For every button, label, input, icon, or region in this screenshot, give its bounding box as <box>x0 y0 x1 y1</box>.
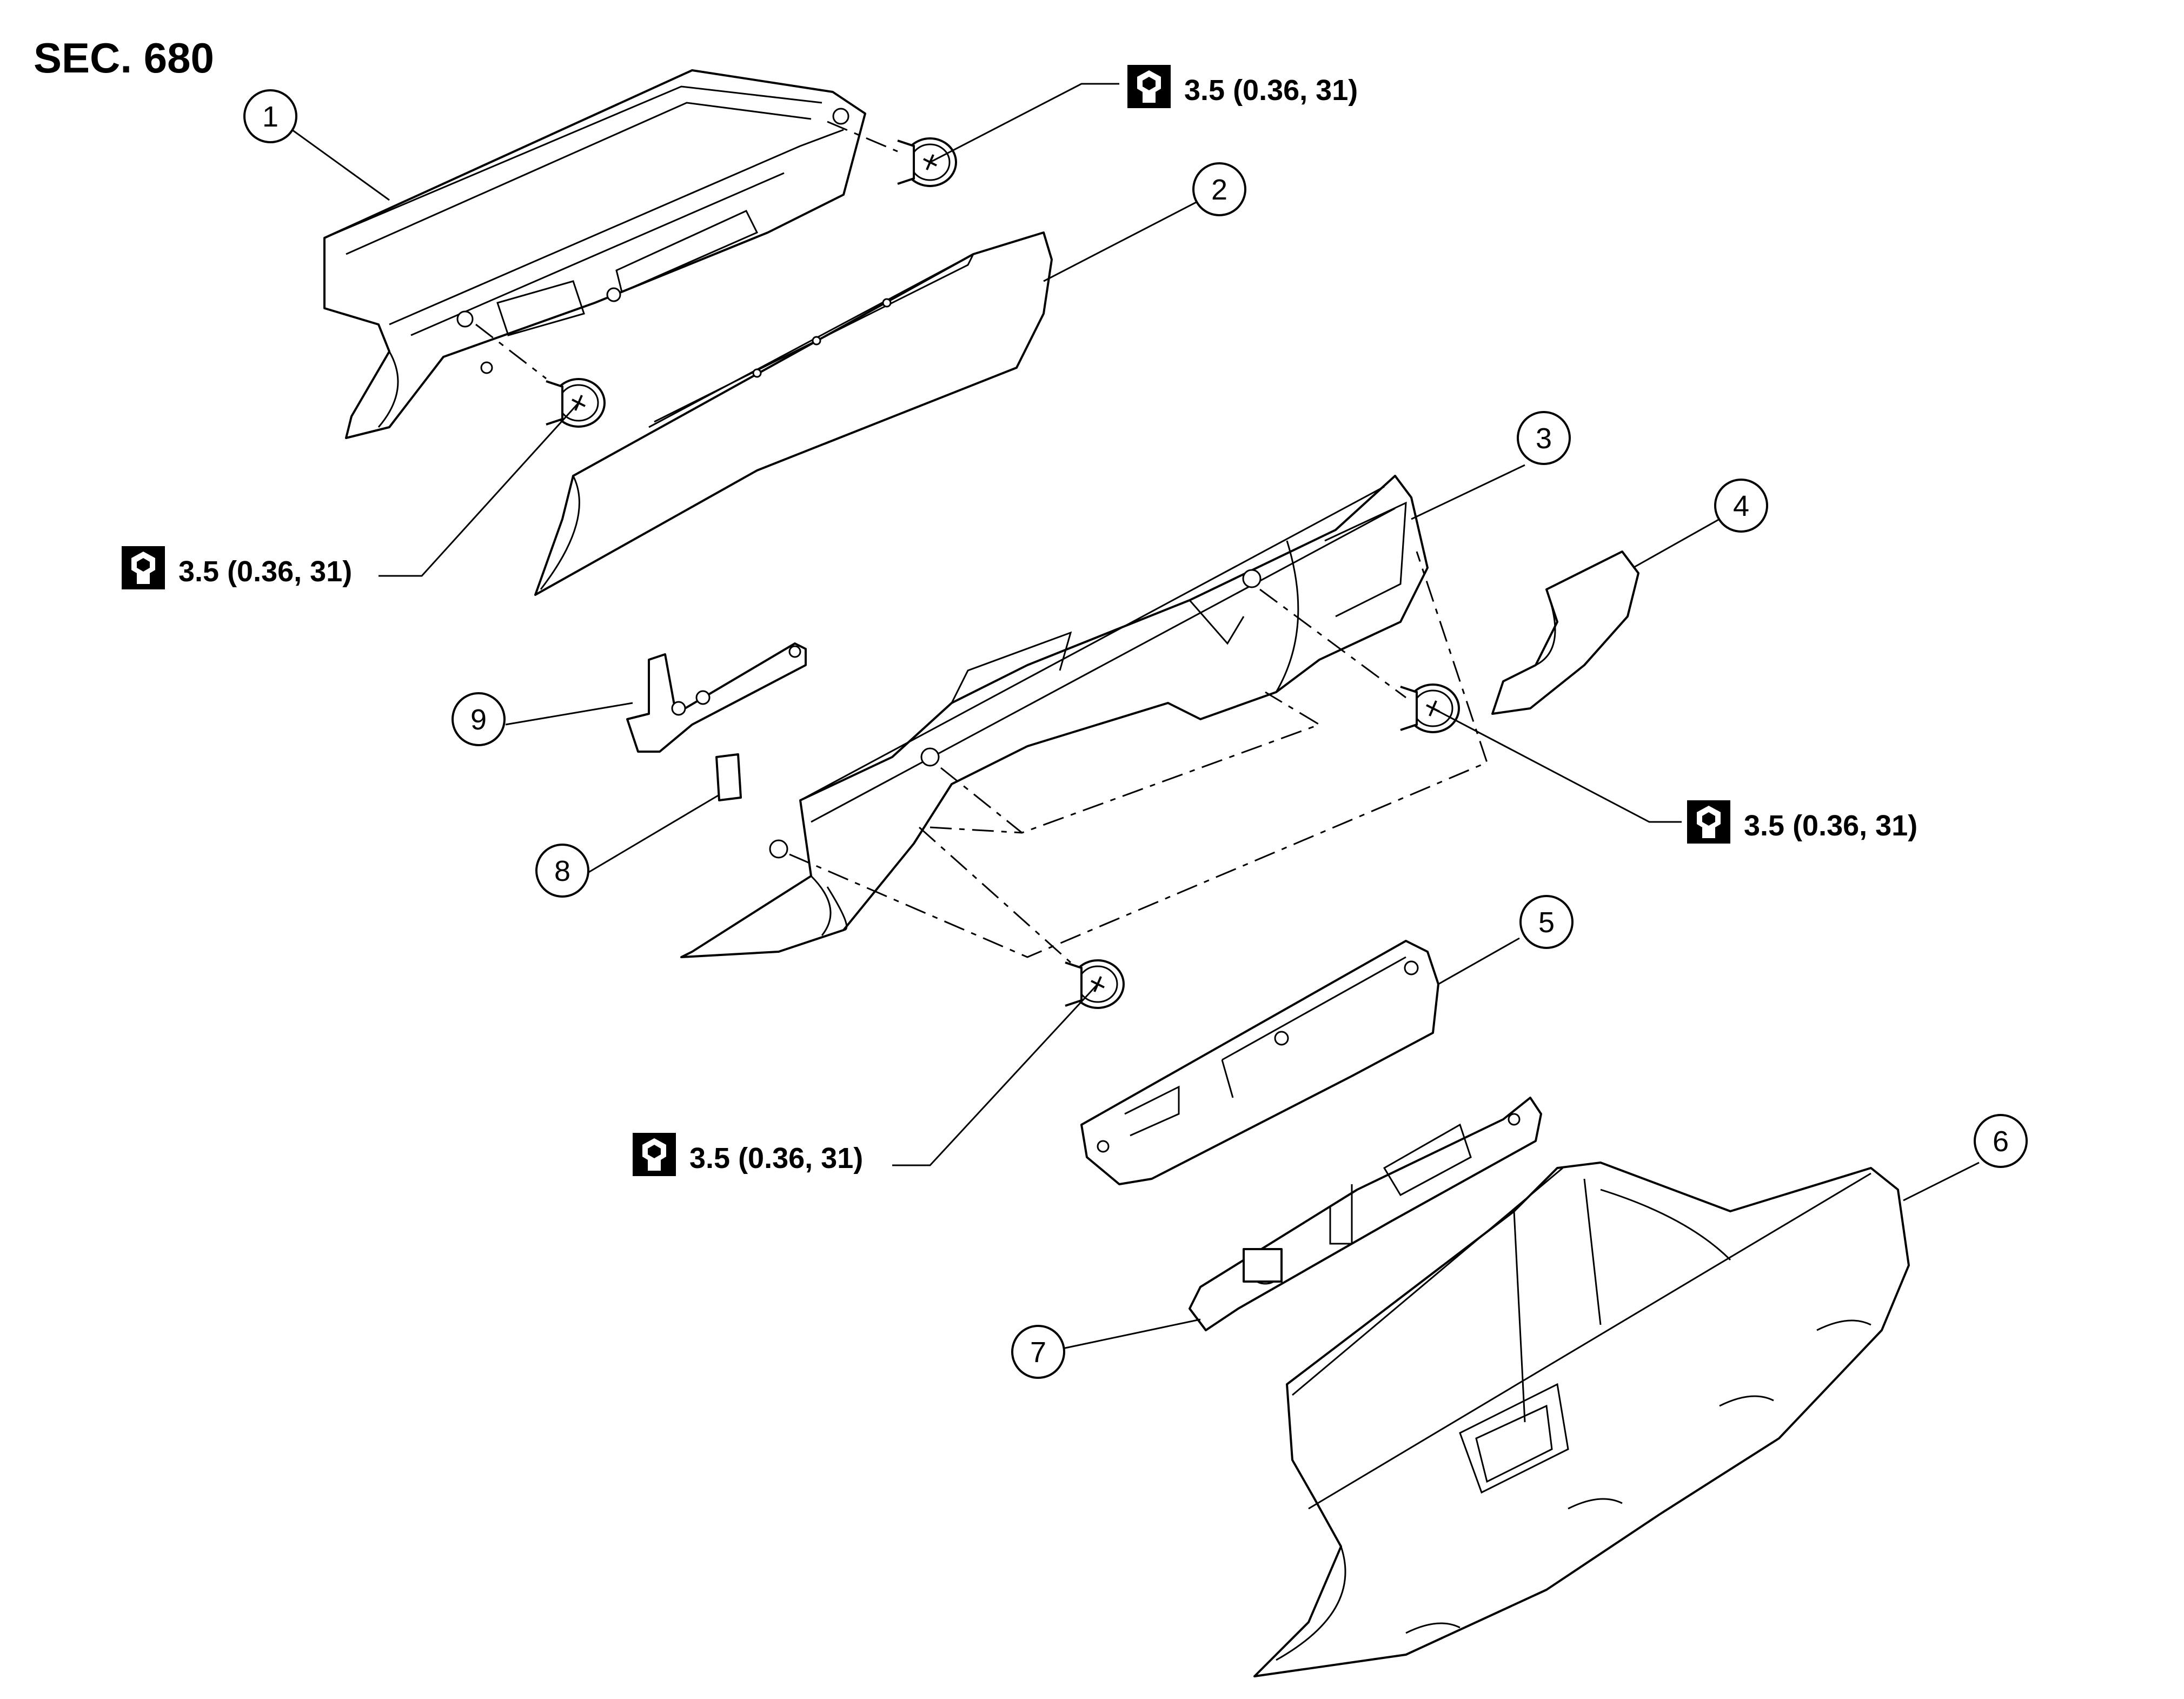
part-5-latch-bracket <box>1080 940 1439 1185</box>
torque-spec-top: 3.5 (0.36, 31) <box>1127 65 1358 108</box>
svg-text:3.5 (0.36, 31): 3.5 (0.36, 31) <box>1744 809 1917 842</box>
part-8-pad <box>715 753 742 801</box>
callout-6: 6 <box>1974 1114 2028 1168</box>
svg-text:4: 4 <box>1733 490 1749 522</box>
svg-text:2: 2 <box>1211 174 1227 206</box>
part-2-lid-panel <box>534 231 1053 596</box>
part-9-arm <box>626 642 807 753</box>
screw-right <box>1399 683 1460 733</box>
screw-lower <box>1064 959 1125 1009</box>
part-7-lock-bracket <box>1189 1097 1542 1331</box>
svg-text:3: 3 <box>1536 422 1552 455</box>
callout-1: 1 <box>243 89 297 143</box>
svg-text:5: 5 <box>1538 906 1555 939</box>
leader-lines <box>291 83 1980 1350</box>
section-label: SEC. 680 <box>34 34 214 82</box>
svg-text:8: 8 <box>554 855 570 887</box>
callout-7: 7 <box>1011 1325 1065 1379</box>
part-1-upper-bracket <box>323 69 866 439</box>
screw-left <box>545 378 606 428</box>
torque-spec-lower: 3.5 (0.36, 31) <box>633 1133 863 1176</box>
callout-5: 5 <box>1519 895 1574 949</box>
torque-wrench-icon <box>633 1133 676 1176</box>
svg-text:9: 9 <box>470 704 487 736</box>
svg-text:3.5 (0.36, 31): 3.5 (0.36, 31) <box>1184 74 1358 107</box>
torque-wrench-icon <box>1127 65 1171 108</box>
callout-9: 9 <box>452 692 506 746</box>
torque-spec-left: 3.5 (0.36, 31) <box>122 546 352 589</box>
torque-wrench-icon <box>1687 800 1730 844</box>
part-4-cover <box>1491 550 1639 715</box>
screw-top-right <box>897 137 957 187</box>
callout-3: 3 <box>1517 411 1571 465</box>
callout-8: 8 <box>535 844 589 898</box>
assembly-lines <box>475 121 1488 964</box>
callout-4: 4 <box>1714 479 1768 533</box>
torque-spec-right: 3.5 (0.36, 31) <box>1687 800 1917 844</box>
part-3-frame <box>680 475 1429 958</box>
torque-wrench-icon <box>122 546 165 589</box>
svg-text:6: 6 <box>1993 1125 2009 1158</box>
svg-text:3.5 (0.36, 31): 3.5 (0.36, 31) <box>178 555 352 588</box>
svg-text:1: 1 <box>262 101 278 133</box>
svg-text:7: 7 <box>1030 1336 1046 1369</box>
callout-2: 2 <box>1192 162 1246 216</box>
part-6-glove-box <box>1253 1162 1910 1677</box>
svg-text:3.5 (0.36, 31): 3.5 (0.36, 31) <box>689 1142 863 1174</box>
